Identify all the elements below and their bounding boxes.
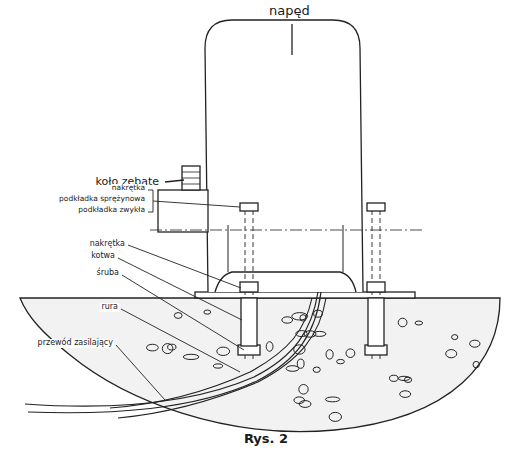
concrete-aggregate — [147, 310, 481, 421]
housing-rib — [228, 225, 343, 272]
base-nut — [240, 282, 258, 292]
aggregate-stone — [299, 385, 308, 395]
leader-line — [121, 309, 240, 372]
aggregate-stone — [329, 412, 341, 421]
aggregate-stone — [183, 354, 199, 359]
aggregate-stone — [204, 310, 211, 314]
axis-line — [150, 230, 425, 231]
power-cable — [25, 292, 321, 413]
anchor-sleeve — [368, 298, 384, 346]
leader-line — [116, 345, 165, 400]
aggregate-stone — [398, 318, 407, 327]
leader-line — [165, 180, 184, 182]
callout-label: kotwa — [90, 252, 116, 261]
figure-caption: Rys. 2 — [243, 432, 289, 446]
aggregate-stone — [147, 344, 159, 351]
aggregate-stone — [452, 335, 458, 340]
callout-label: przewód zasilający — [37, 339, 114, 348]
gear-wheel — [182, 166, 200, 190]
aggregate-stone — [299, 401, 311, 408]
aggregate-stone — [398, 376, 410, 380]
gear-teeth — [182, 172, 200, 184]
leader-line — [122, 275, 244, 350]
aggregate-stone — [470, 340, 480, 347]
aggregate-stone — [174, 313, 182, 319]
aggregate-stone — [286, 366, 299, 372]
aggregate-stone — [337, 359, 345, 363]
leader-line — [128, 245, 241, 288]
aggregate-stone — [415, 321, 423, 325]
conduit-pipe — [110, 298, 326, 418]
aggregate-stone — [473, 361, 479, 367]
aggregate-stone — [346, 349, 355, 358]
aggregate-stone — [217, 347, 230, 355]
aggregate-stone — [446, 350, 457, 358]
aggregate-stone — [326, 350, 333, 359]
aggregate-stone — [213, 364, 222, 368]
top-nut — [367, 203, 385, 211]
aggregate-stone — [325, 397, 339, 402]
concrete-foundation — [20, 298, 500, 432]
housing-foot — [215, 272, 356, 292]
callout-label: rura — [100, 303, 119, 312]
aggregate-stone — [313, 367, 320, 372]
aggregate-stone — [390, 375, 399, 381]
motor-housing — [205, 20, 363, 292]
callout-label: podkładka sprężynowa — [58, 195, 146, 203]
anchor-bolt — [245, 210, 380, 360]
bracket-leader — [148, 190, 240, 212]
base-plate — [195, 292, 415, 298]
callout-label: nakrętka — [89, 240, 126, 249]
aggregate-stone — [282, 317, 293, 323]
aggregate-stone — [400, 391, 411, 398]
callout-label: podkładka zwykła — [77, 206, 146, 214]
aggregate-stone — [266, 342, 273, 352]
top-nut — [240, 203, 258, 211]
base-nut — [367, 282, 385, 292]
callout-label: śruba — [95, 269, 120, 278]
anchor-sleeve — [241, 298, 257, 346]
pinion-housing — [158, 190, 208, 232]
part-label: napęd — [268, 4, 311, 18]
aggregate-stone — [162, 344, 173, 354]
callout-label: nakrętka — [111, 184, 146, 192]
leader-line — [291, 24, 292, 55]
